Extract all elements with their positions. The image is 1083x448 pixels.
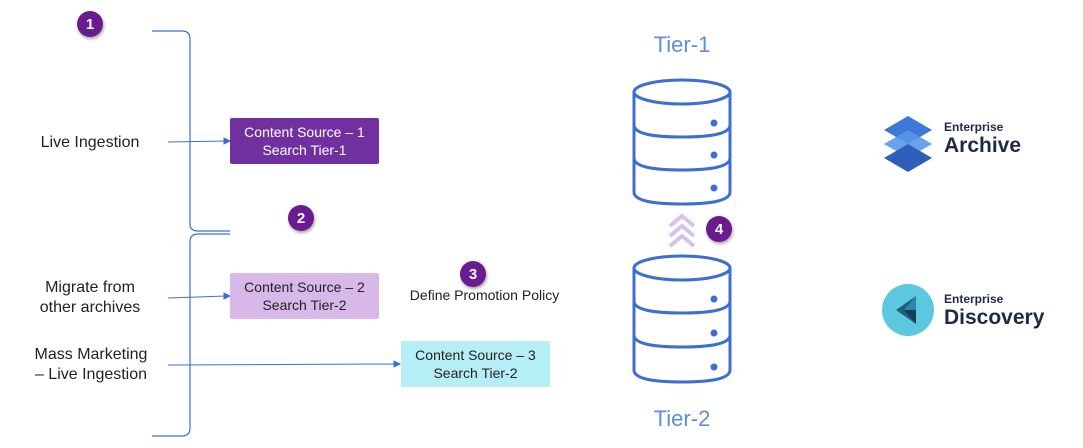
cs1-line2: Search Tier-1 <box>262 142 347 158</box>
connector-live-ingestion <box>167 137 232 145</box>
label-migrate-line1: Migrate from <box>45 279 135 296</box>
label-migrate-line2: other archives <box>39 299 141 316</box>
discovery-brand-small: Enterprise <box>944 292 1004 306</box>
archive-brand-small: Enterprise <box>944 120 1004 134</box>
chevron-up-triple-icon <box>668 213 696 248</box>
database-icon-tier1 <box>632 78 732 206</box>
step-4-badge: 4 <box>706 216 732 242</box>
tier-1-label: Tier-1 <box>653 32 711 57</box>
content-source-3-box: Content Source – 3 Search Tier-2 <box>401 341 550 387</box>
cs3-line2: Search Tier-2 <box>433 365 518 381</box>
label-mass-line1: Mass Marketing <box>34 346 148 363</box>
lower-brace <box>152 233 230 437</box>
label-mass-line2: – Live Ingestion <box>34 366 148 383</box>
label-mass-marketing: Mass Marketing – Live Ingestion <box>16 345 166 385</box>
cs3-line1: Content Source – 3 <box>415 347 536 363</box>
layered-diamond-icon <box>884 116 932 172</box>
archive-brand-large: Archive <box>944 134 1022 157</box>
step-1-badge: 1 <box>77 11 103 37</box>
tier-2-label: Tier-2 <box>653 406 711 431</box>
triangle-in-circle-icon <box>882 284 934 336</box>
cs2-line2: Search Tier-2 <box>262 297 347 313</box>
step-3-badge: 3 <box>460 261 486 287</box>
label-migrate: Migrate from other archives <box>20 278 160 318</box>
connector-migrate <box>167 292 232 300</box>
content-source-1-box: Content Source – 1 Search Tier-1 <box>230 118 379 164</box>
content-source-2-box: Content Source – 2 Search Tier-2 <box>230 273 379 319</box>
cs1-line1: Content Source – 1 <box>244 124 365 140</box>
database-icon-tier2 <box>632 254 732 384</box>
label-live-ingestion: Live Ingestion <box>40 134 140 151</box>
label-define-promotion-policy: Define Promotion Policy <box>409 287 560 303</box>
connector-mass-marketing <box>167 360 402 368</box>
discovery-brand-large: Discovery <box>944 306 1045 329</box>
upper-brace <box>152 30 230 232</box>
cs2-line1: Content Source – 2 <box>244 279 365 295</box>
step-2-badge: 2 <box>288 205 314 231</box>
